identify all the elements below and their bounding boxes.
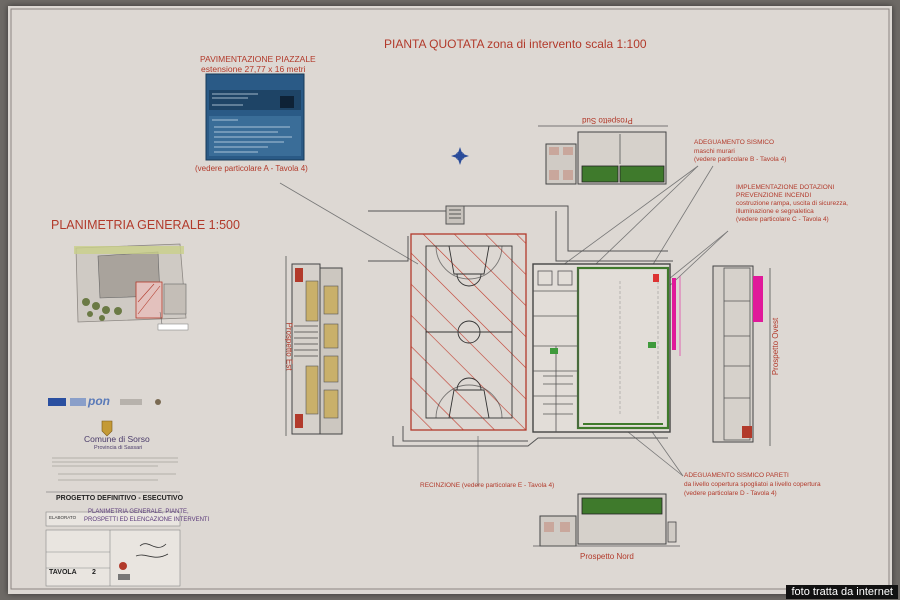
plan-title: PIANTA QUOTATA zona di intervento scala …: [384, 37, 647, 51]
elevation-south-label: Prospetto Sud: [582, 116, 633, 125]
paving-ref: (vedere particolare A - Tavola 4): [195, 164, 308, 173]
photo-credit: foto tratta da internet: [786, 585, 898, 599]
elaborato-label: ELABORATO: [49, 515, 77, 520]
sheet-border: [10, 8, 890, 590]
elaborato-line1: PLANIMETRIA GENERALE, PIANTE,: [88, 509, 189, 515]
elevation-south: [538, 125, 668, 185]
note-pareti-sub: da livello copertura spogliatoi a livell…: [684, 481, 821, 488]
elevation-north: [533, 493, 680, 547]
note-pareti-ref: (vedere particolare D - Tavola 4): [684, 490, 777, 497]
note-sismico-title: ADEGUAMENTO SISMICO: [694, 139, 775, 146]
republic-logo-icon: [70, 398, 86, 406]
note-pareti-title: ADEGUAMENTO SISMICO PARETI: [684, 472, 789, 479]
west-ramp: [753, 276, 763, 322]
elevation-north-label: Prospetto Nord: [580, 552, 634, 561]
note-sismico-ref: (vedere particolare B - Tavola 4): [694, 156, 787, 163]
gym-building: [532, 263, 681, 433]
note-incendi-sub1: costruzione rampa, uscita di sicurezza,: [736, 200, 848, 207]
tavola-number: 2: [92, 569, 96, 576]
drawing-canvas: pon: [10, 8, 890, 590]
comune-name: Comune di Sorso: [84, 434, 150, 444]
note-incendi-title1: IMPLEMENTAZIONE DOTAZIONI: [736, 184, 835, 191]
stamp-icon: [119, 562, 127, 570]
site-trees: [82, 298, 122, 321]
elevation-east: [285, 256, 343, 436]
drawing-sheet: pon PIANTA QUOTATA zona di intervento sc…: [8, 6, 892, 594]
pon-logo-icon: pon: [87, 394, 110, 408]
fire-ramp: [672, 278, 676, 350]
elevation-west: [712, 265, 771, 446]
title-block: pon: [45, 394, 181, 587]
note-incendi-sub2: illuminazione e segnaletica: [736, 208, 814, 215]
sports-court: [410, 233, 527, 431]
site-outline: [368, 205, 673, 447]
site-plan: [74, 243, 189, 331]
note-incendi-title2: PREVENZIONE INCENDI: [736, 192, 812, 199]
comune-crest-icon: [101, 420, 113, 437]
region-logo-icon: [155, 399, 161, 405]
planimetria-title: PLANIMETRIA GENERALE 1:500: [51, 218, 240, 232]
elevation-west-label: Prospetto Ovest: [771, 317, 781, 376]
elaborato-line2: PROSPETTI ED ELENCAZIONE INTERVENTI: [84, 517, 210, 523]
north-arrow-icon: [451, 147, 469, 165]
paving-size: estensione 27,77 x 16 metri: [201, 64, 306, 74]
eu-flag-icon: [48, 398, 66, 406]
elevation-east-label: Prospetto Est: [284, 322, 294, 371]
note-sismico-sub: maschi murari: [694, 148, 735, 155]
paving-board: [205, 73, 305, 161]
tavola-label: TAVOLA: [49, 569, 77, 576]
note-incendi-ref: (vedere particolare C - Tavola 4): [736, 216, 829, 223]
paving-title: PAVIMENTAZIONE PIAZZALE: [200, 54, 316, 64]
comune-provincia: Provincia di Sassari: [94, 445, 143, 451]
note-recinzione: RECINZIONE (vedere particolare E - Tavol…: [420, 482, 555, 489]
project-phase: PROGETTO DEFINITIVO - ESECUTIVO: [56, 495, 184, 502]
